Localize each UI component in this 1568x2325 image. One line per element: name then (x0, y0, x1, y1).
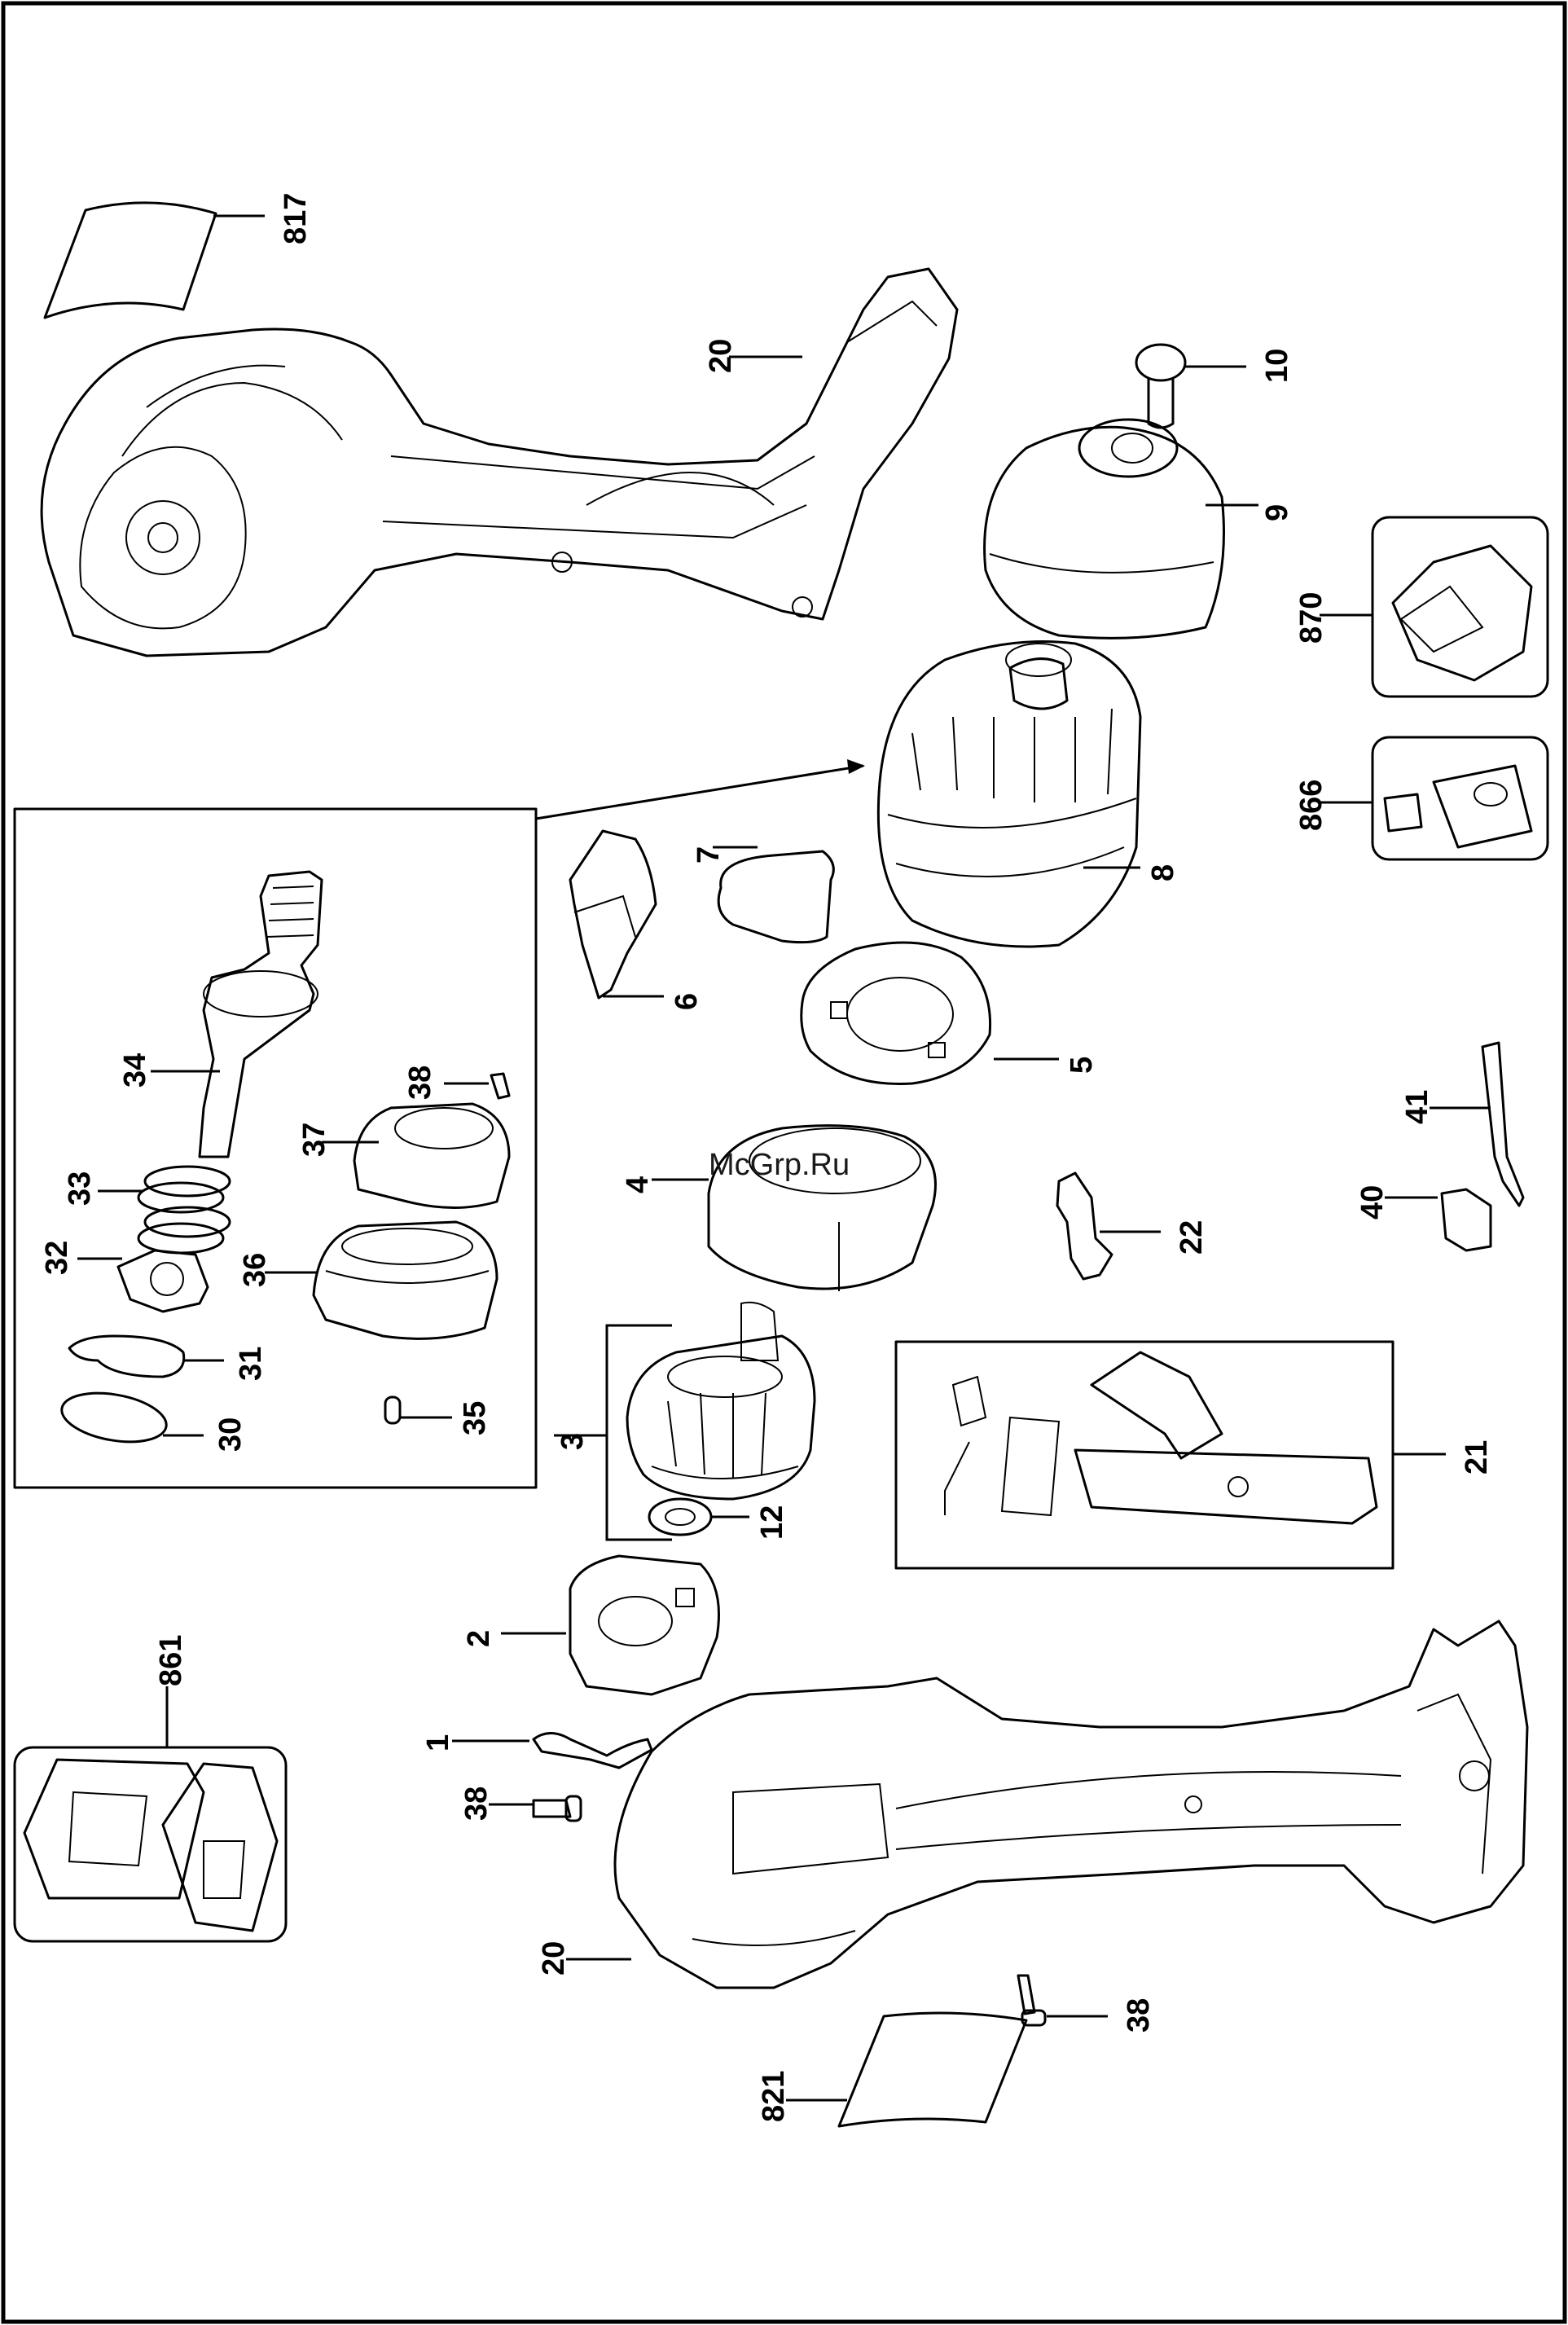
part-3-motor: 3 (554, 1303, 815, 1540)
callout-4: 4 (621, 1176, 655, 1193)
part-31-washer: 31 (69, 1336, 268, 1381)
part-38-screw-bottom: 38 (1018, 1976, 1156, 2033)
part-36-ring: 36 (238, 1222, 497, 1338)
callout-32: 32 (40, 1241, 74, 1275)
callout-40: 40 (1355, 1185, 1390, 1220)
part-870-socket-adapter: 870 (1294, 517, 1548, 697)
callout-30: 30 (213, 1417, 248, 1452)
part-7-wire-clip: 7 (692, 846, 833, 943)
callout-20-top: 20 (704, 339, 738, 373)
callout-3: 3 (556, 1433, 590, 1450)
part-37-cup: 37 (297, 1104, 509, 1208)
watermark: McGrp.Ru (709, 1148, 850, 1182)
part-9-nose-cap: 9 (985, 420, 1294, 638)
callout-861: 861 (154, 1635, 188, 1686)
part-21-switch-box: 21 (896, 1342, 1494, 1568)
part-8-gear-case: 8 (878, 642, 1180, 947)
part-6-bracket: 6 (570, 831, 704, 1010)
part-35-ball: 35 (385, 1397, 492, 1435)
callout-870: 870 (1294, 592, 1329, 644)
callout-33: 33 (63, 1171, 97, 1206)
callout-31: 31 (234, 1347, 268, 1381)
callout-1: 1 (421, 1734, 455, 1751)
part-5-ring-plate: 5 (802, 943, 1099, 1084)
part-20-housing-right: 20 (537, 1621, 1527, 1988)
callout-22: 22 (1175, 1220, 1209, 1255)
callout-35: 35 (458, 1401, 492, 1435)
part-33-springs: 33 (63, 1167, 230, 1253)
callout-817: 817 (279, 193, 313, 244)
callout-10: 10 (1260, 349, 1294, 383)
callout-36: 36 (238, 1253, 272, 1287)
callout-38-left: 38 (459, 1787, 494, 1821)
callout-7: 7 (692, 846, 726, 864)
part-2-end-plate: 2 (462, 1556, 719, 1694)
part-40-belt-clip: 40 (1355, 1185, 1491, 1250)
part-1-bracket: 1 (421, 1734, 652, 1769)
callout-6: 6 (670, 993, 704, 1010)
part-4-motor-ring: 4 McGrp.Ru (621, 1126, 935, 1291)
part-821-label-sheet: 821 (757, 2013, 1026, 2126)
callout-38-bottom: 38 (1122, 1998, 1156, 2033)
part-20-housing-left: 20 (42, 269, 957, 656)
inset-impact-mechanism: 34 38 37 33 32 (15, 759, 865, 1488)
callout-9: 9 (1260, 504, 1294, 521)
callout-866: 866 (1294, 780, 1329, 831)
callout-37: 37 (297, 1123, 332, 1157)
part-10-screw: 10 (1136, 345, 1294, 428)
part-861-battery-pack: 861 (15, 1635, 286, 1941)
callout-41: 41 (1400, 1090, 1434, 1124)
part-817-label-sheet: 817 (45, 193, 313, 318)
part-30-shim: 30 (58, 1386, 248, 1452)
callout-12: 12 (755, 1505, 789, 1540)
part-38-screw-left: 38 (459, 1787, 581, 1821)
callout-5: 5 (1065, 1057, 1099, 1074)
part-32-hammer: 32 (40, 1241, 208, 1312)
part-38-screw-inset: 38 (403, 1066, 509, 1100)
callout-21: 21 (1460, 1440, 1494, 1475)
callout-38-inset: 38 (403, 1066, 437, 1100)
part-866-hex-adapter: 866 (1294, 737, 1548, 859)
part-41-bit: 41 (1400, 1043, 1523, 1206)
part-34-anvil: 34 (118, 872, 322, 1157)
callout-34: 34 (118, 1053, 152, 1088)
part-22-lever: 22 (1057, 1173, 1209, 1279)
callout-821: 821 (757, 2071, 791, 2122)
callout-20-bottom: 20 (537, 1941, 571, 1976)
callout-8: 8 (1146, 864, 1180, 881)
part-12-bearing: 12 (649, 1499, 789, 1540)
callout-2: 2 (462, 1630, 496, 1647)
